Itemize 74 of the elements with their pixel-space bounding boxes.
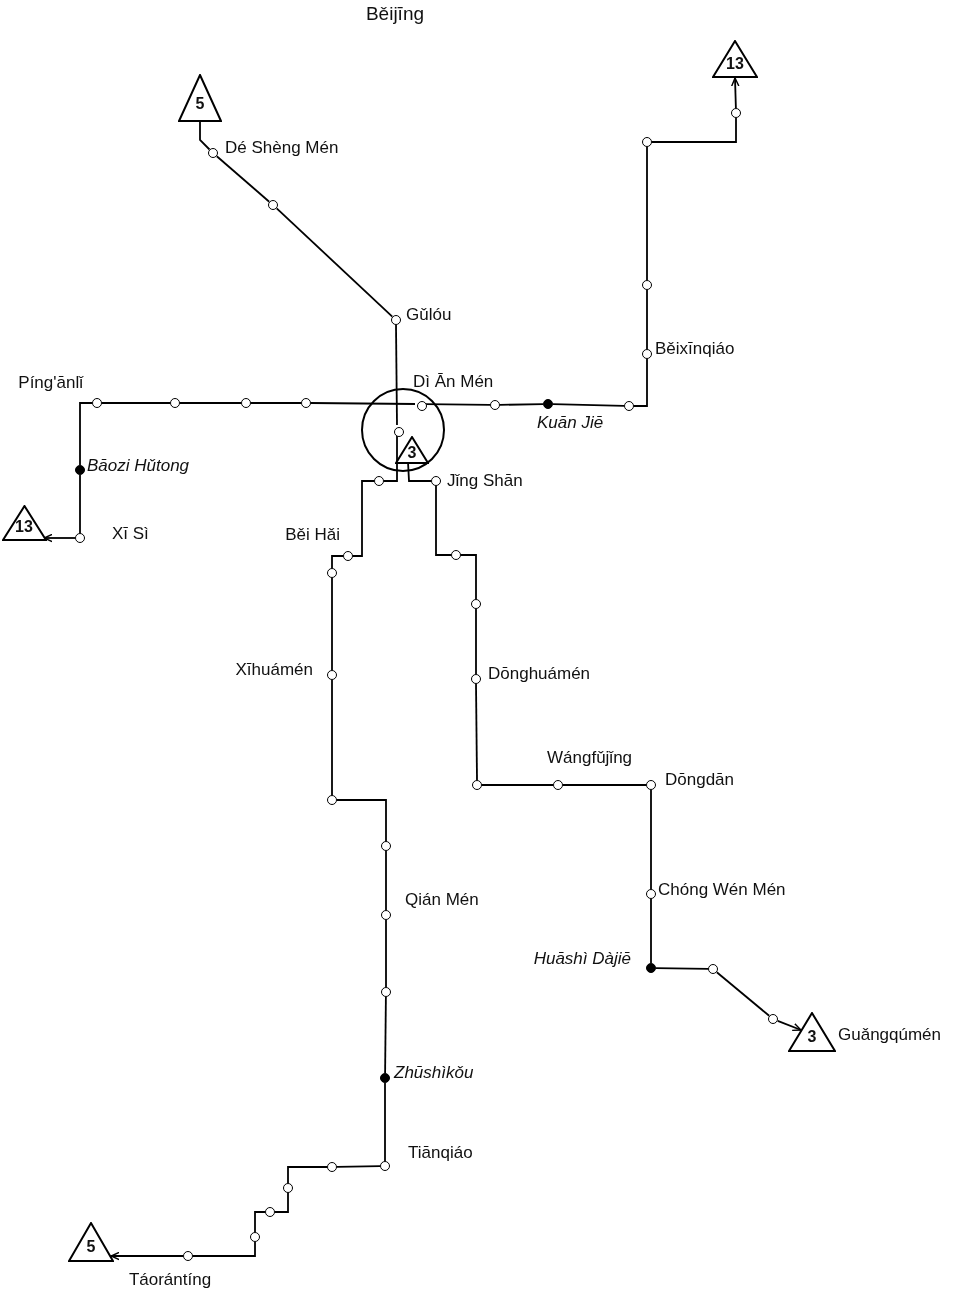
route-line bbox=[715, 971, 771, 1017]
route-line bbox=[562, 784, 647, 786]
route-line bbox=[250, 402, 302, 404]
station-name: Gǔlóu bbox=[406, 305, 452, 325]
route-line bbox=[79, 402, 93, 466]
route-line bbox=[336, 799, 387, 842]
station-name: Běi Hǎi bbox=[285, 525, 340, 545]
station-name: Dōngdān bbox=[665, 770, 734, 790]
route-line bbox=[101, 402, 171, 404]
station-name: Dé Shèng Mén bbox=[225, 138, 339, 158]
station-name: Qián Mén bbox=[405, 890, 479, 910]
route-line bbox=[383, 434, 398, 482]
route-number: 5 bbox=[195, 94, 205, 113]
station-name: Běixīnqiáo bbox=[655, 339, 735, 359]
route-number: 13 bbox=[15, 518, 33, 537]
route-line bbox=[475, 683, 478, 781]
route-line bbox=[435, 485, 452, 556]
route-line bbox=[460, 554, 477, 600]
route-number: 5 bbox=[86, 1237, 96, 1256]
route-number: 3 bbox=[807, 1027, 817, 1046]
station-name: Wángfǔjǐng bbox=[547, 748, 633, 768]
route-line bbox=[646, 146, 648, 281]
route-line bbox=[254, 1211, 266, 1233]
route-line bbox=[331, 555, 344, 569]
route-line bbox=[552, 403, 625, 407]
route-line bbox=[192, 1241, 256, 1257]
route-line bbox=[352, 480, 375, 557]
route-line bbox=[331, 679, 333, 796]
route-line bbox=[43, 533, 76, 543]
route-line bbox=[384, 996, 387, 1074]
route-line bbox=[384, 1082, 386, 1162]
route-line bbox=[475, 608, 477, 675]
route-line bbox=[215, 155, 271, 203]
station-name: Xīhuámén bbox=[235, 660, 313, 680]
station-name: Bāozi Hǔtong bbox=[87, 456, 190, 476]
station-name: Zhūshìkǒu bbox=[394, 1063, 474, 1083]
station-name: Xī Sì bbox=[112, 524, 149, 544]
route-number: 3 bbox=[407, 444, 417, 463]
route-line bbox=[110, 1251, 184, 1261]
route-line bbox=[395, 324, 398, 426]
route-line bbox=[199, 121, 211, 151]
route-line bbox=[385, 850, 387, 911]
station-name: Huāshì Dàjiē bbox=[533, 949, 631, 969]
route-line bbox=[287, 1166, 328, 1184]
station-name: Píng'ānlǐ bbox=[18, 373, 83, 393]
place-name: Táorántíng bbox=[128, 1270, 212, 1290]
route-line bbox=[310, 402, 416, 405]
route-line bbox=[651, 117, 737, 143]
route-line bbox=[275, 207, 394, 318]
route-line bbox=[730, 77, 740, 109]
route-line bbox=[424, 403, 491, 406]
route-line bbox=[499, 403, 544, 406]
route-line bbox=[385, 919, 387, 988]
route-number: 13 bbox=[726, 54, 744, 73]
route-line bbox=[633, 358, 648, 407]
route-line bbox=[650, 789, 652, 890]
route-line bbox=[655, 967, 709, 970]
route-line bbox=[274, 1192, 289, 1213]
route-line bbox=[650, 898, 652, 964]
route-line bbox=[79, 474, 81, 534]
route-line bbox=[481, 784, 554, 786]
map-title: Běijīng bbox=[364, 3, 426, 25]
station-name: Jǐng Shān bbox=[447, 471, 523, 491]
place-name: Guǎngqúmén bbox=[838, 1025, 942, 1045]
station-name: Tiānqiáo bbox=[408, 1143, 473, 1163]
station-name: Dōnghuámén bbox=[488, 664, 591, 684]
route-line bbox=[336, 1165, 381, 1168]
route-line bbox=[179, 402, 242, 404]
route-line bbox=[646, 289, 648, 350]
station-name: Chóng Wén Mén bbox=[658, 880, 786, 900]
station-name: Kuān Jiē bbox=[537, 413, 604, 433]
route-line bbox=[331, 577, 333, 671]
route-line bbox=[776, 1019, 802, 1032]
station-name: Dì Ān Mén bbox=[413, 372, 494, 392]
